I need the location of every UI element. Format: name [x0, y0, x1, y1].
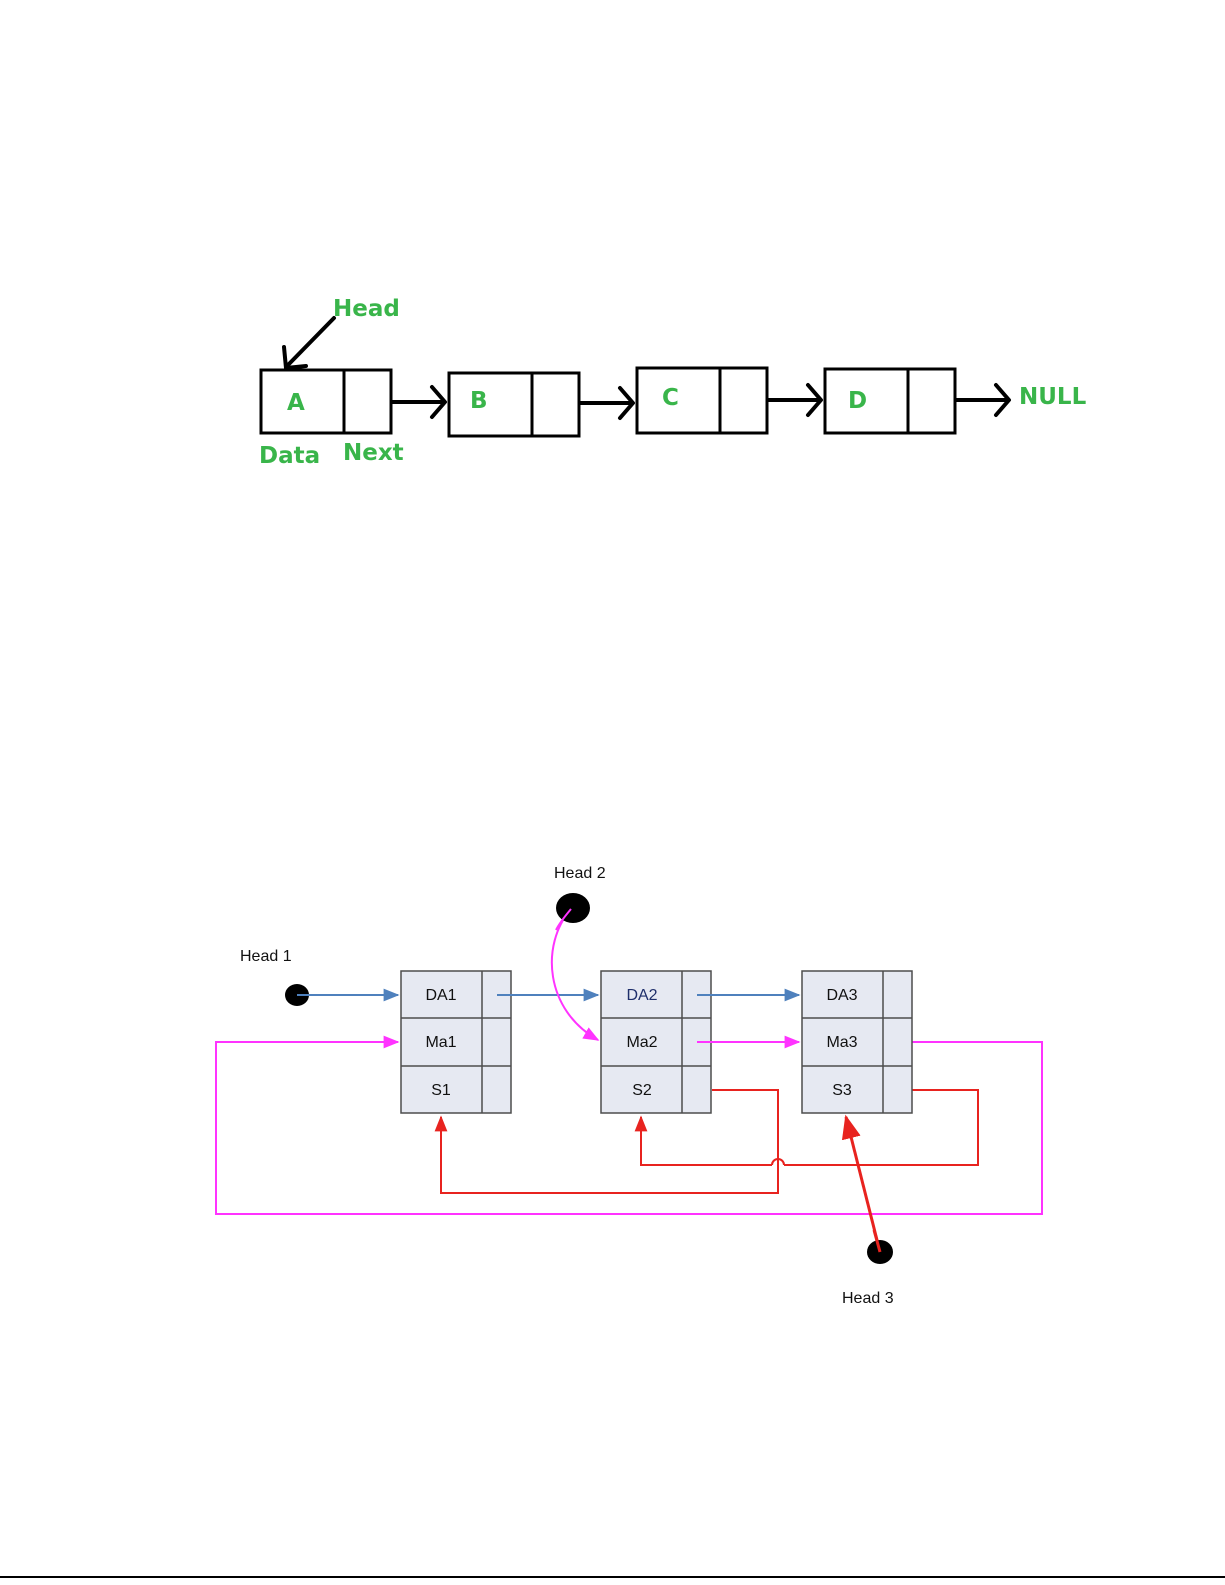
field-da1: DA1	[425, 987, 456, 1004]
node-b-data: B	[470, 388, 488, 414]
link-arrow-b-c	[579, 388, 633, 418]
page-bottom-rule	[0, 1576, 1225, 1578]
node-d-data: D	[848, 388, 867, 414]
node-a-data: A	[287, 390, 305, 416]
null-label: NULL	[1019, 384, 1087, 410]
field-s2: S2	[632, 1082, 652, 1099]
head-pointer-arrow	[284, 318, 334, 368]
field-ma1: Ma1	[425, 1034, 456, 1051]
node-b: B	[449, 373, 579, 436]
head2-dot	[556, 893, 590, 923]
field-da3: DA3	[826, 987, 857, 1004]
multi-linked-list-diagram: DA1 Ma1 S1 DA2 Ma2 S2 DA3 Ma3 S3	[216, 865, 1042, 1307]
link-arrow-a-b	[391, 387, 445, 417]
node-c: C	[637, 368, 767, 433]
field-s1: S1	[431, 1082, 451, 1099]
multi-node-2: DA2 Ma2 S2	[601, 971, 711, 1113]
field-s3: S3	[832, 1082, 852, 1099]
head2-label: Head 2	[554, 865, 606, 882]
link-arrow-d-null	[955, 385, 1009, 415]
head3-label: Head 3	[842, 1290, 894, 1307]
head1-label: Head 1	[240, 948, 292, 965]
simple-linked-list-diagram: Head A B C	[259, 296, 1087, 469]
field-da2: DA2	[626, 987, 657, 1004]
node-a: A	[261, 370, 391, 433]
node-c-data: C	[662, 385, 679, 411]
multi-node-1: DA1 Ma1 S1	[401, 971, 511, 1113]
field-ma3: Ma3	[826, 1034, 857, 1051]
field-ma2: Ma2	[626, 1034, 657, 1051]
data-caption: Data	[259, 443, 320, 469]
head-label: Head	[333, 296, 400, 322]
multi-node-3: DA3 Ma3 S3	[802, 971, 912, 1113]
head2-to-ma2-link	[552, 909, 598, 1040]
link-arrow-c-d	[767, 385, 821, 415]
node-d: D	[825, 369, 955, 433]
next-caption: Next	[343, 440, 404, 466]
